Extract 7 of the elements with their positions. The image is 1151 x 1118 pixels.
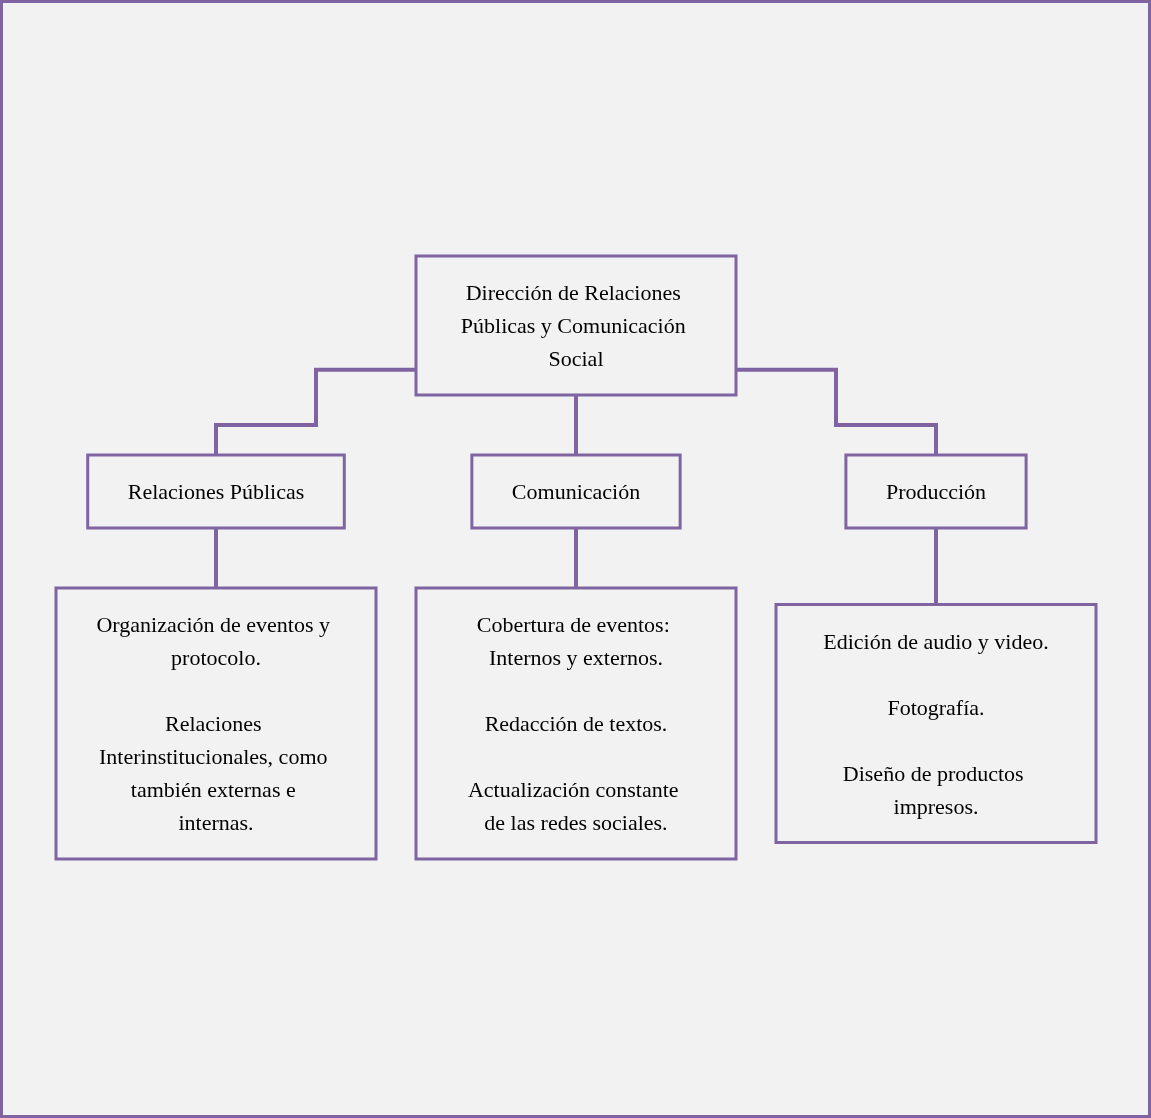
node-box: Cobertura de eventos: Internos y externos. Redacción de textos. Actualización constante de las redes sociales. xyxy=(414,586,737,860)
node-box: Dirección de Relaciones Públicas y Comunicación Social xyxy=(414,254,737,396)
node-box: Organización de eventos y protocolo. Relaciones Interinstitucionales, como también externas e internas. xyxy=(54,586,377,860)
node-box: Producción xyxy=(843,453,1028,529)
node-box: Edición de audio y video. Fotografía. Diseño de productos impresos. xyxy=(774,602,1097,844)
node-box: Comunicación xyxy=(469,453,682,529)
node-box: Relaciones Públicas xyxy=(85,453,346,529)
